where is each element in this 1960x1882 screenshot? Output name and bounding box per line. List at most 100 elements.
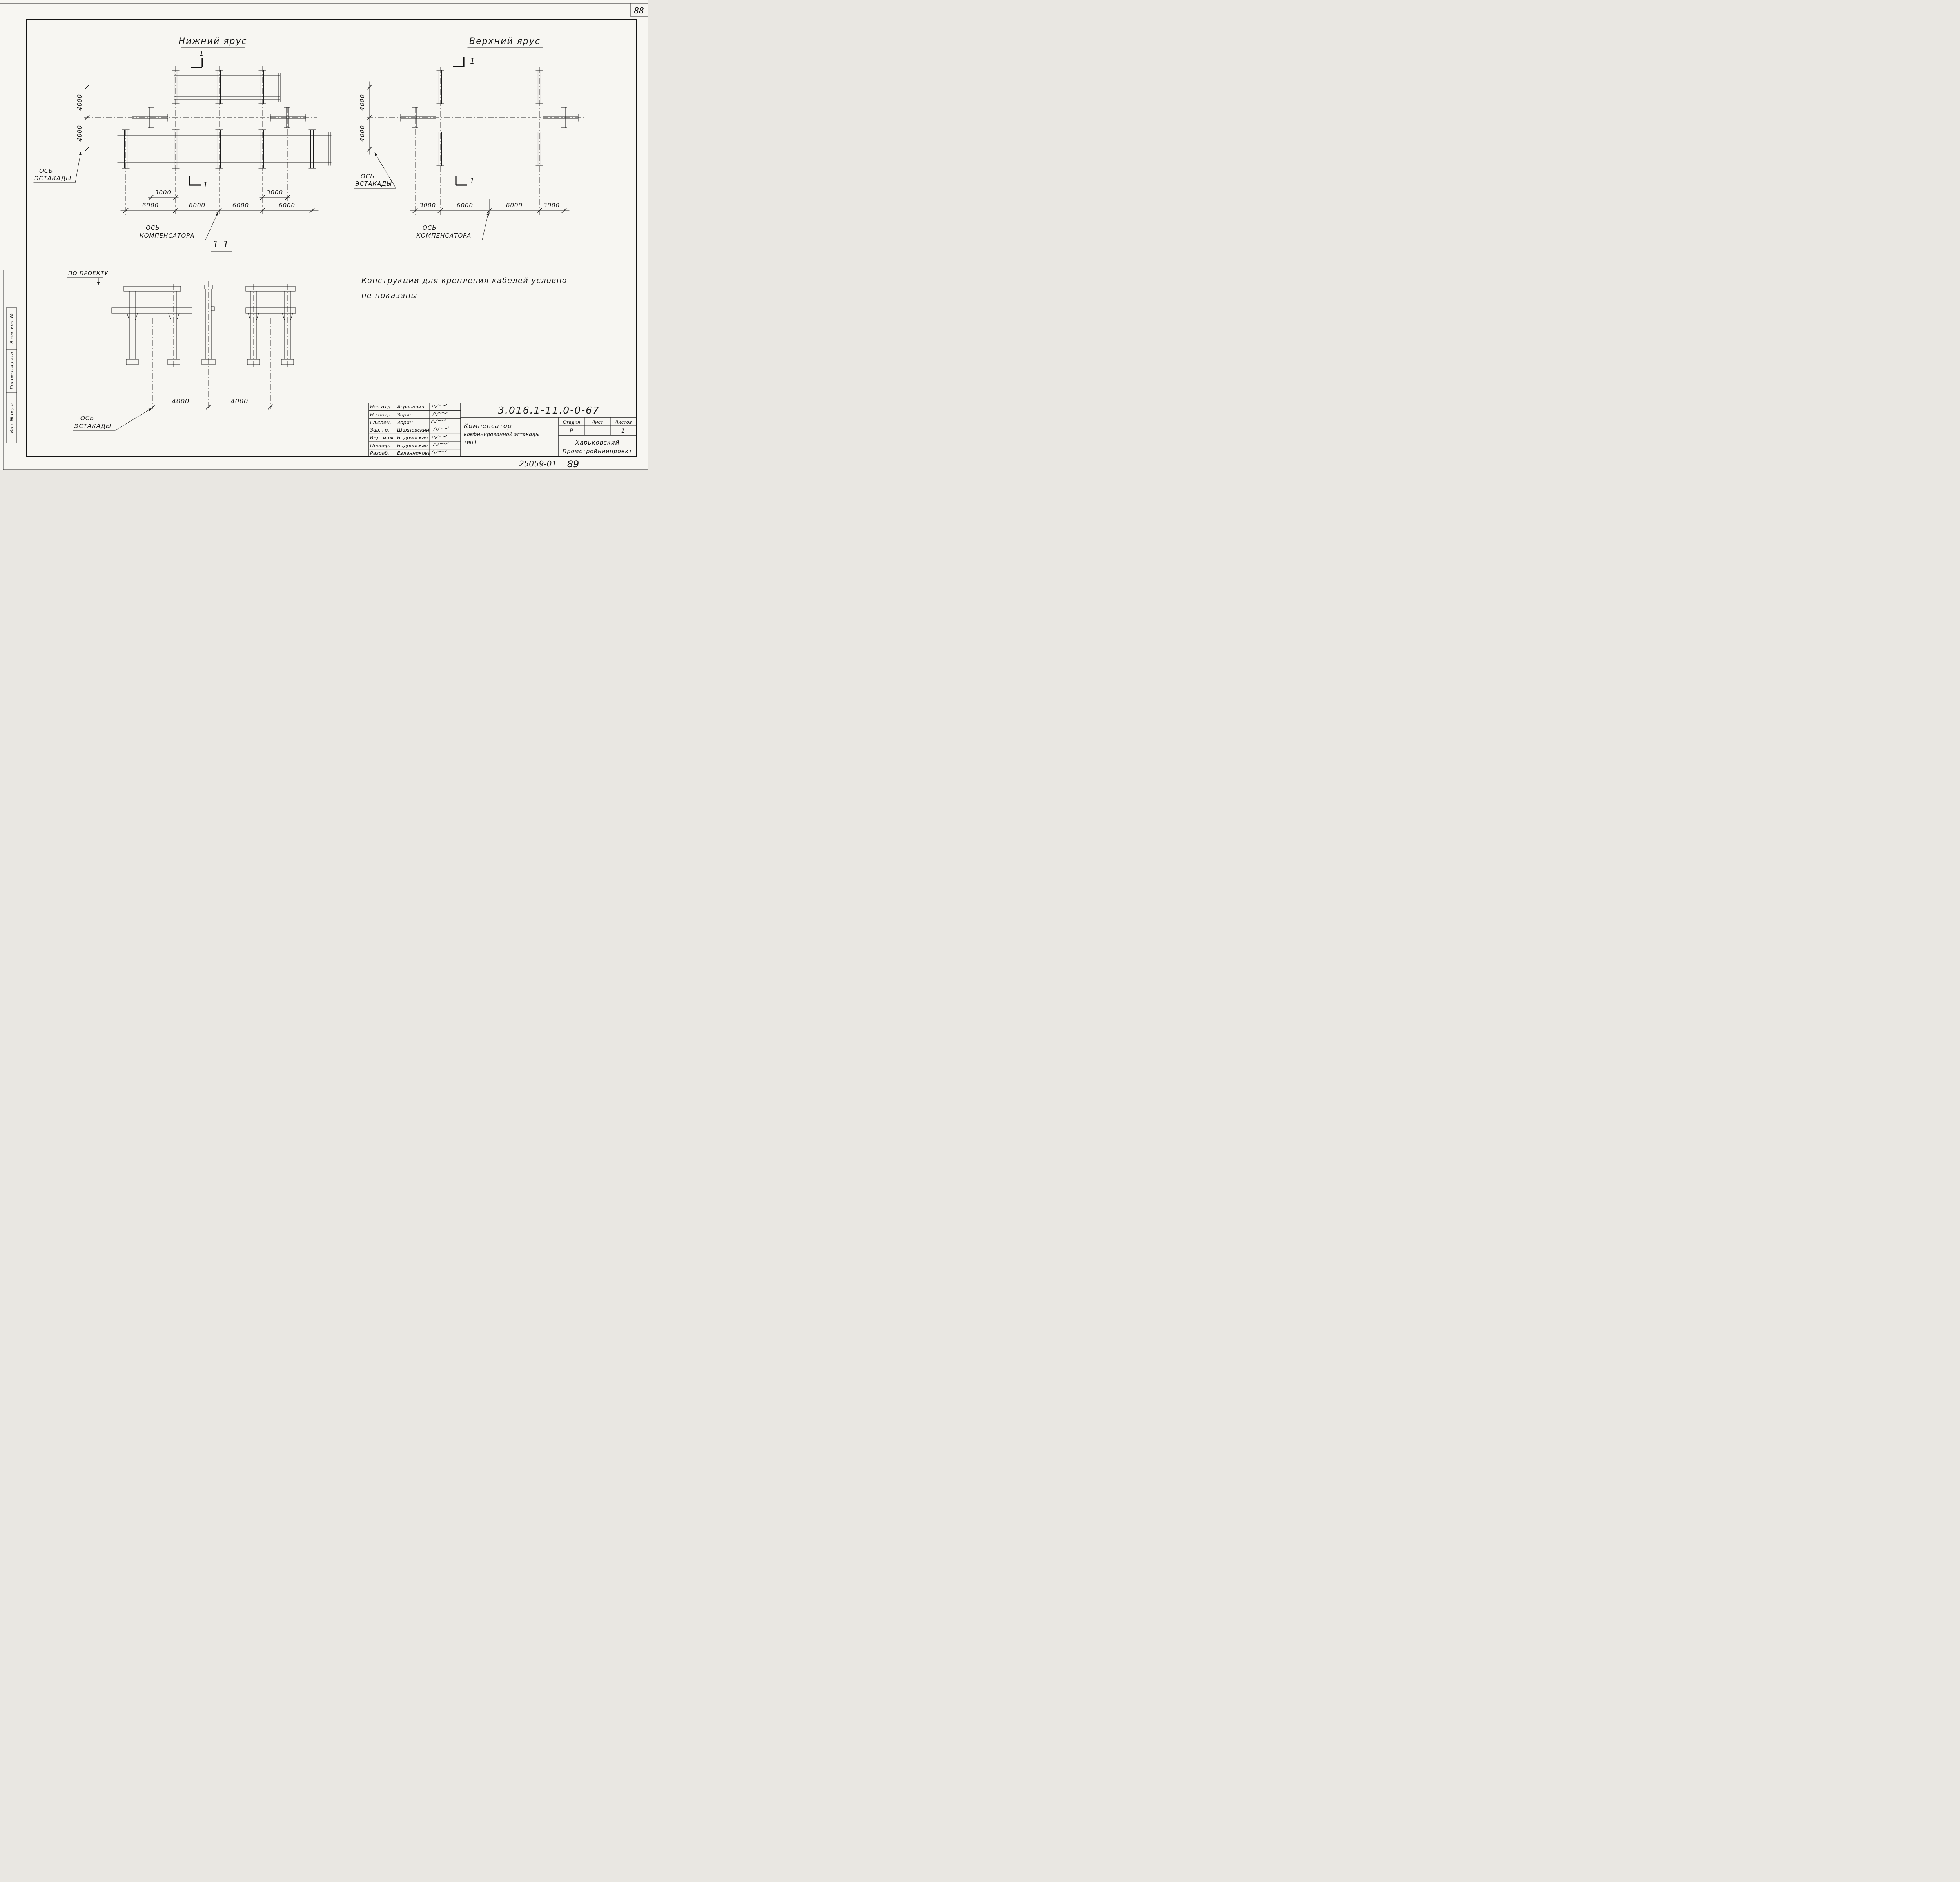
upper-plan-middle-beams [400, 107, 579, 128]
signature-rows: Нач.отд Агранович Н.контр Зорин Гл.спец.… [370, 403, 449, 456]
axis-label: КОМПЕНСАТОРА [140, 232, 194, 239]
section-cut-mark-bottom-right: 1 [455, 176, 474, 186]
org-line-2: Промстройниипроект [563, 448, 632, 455]
dim-4000: 4000 [359, 125, 366, 142]
section-title: 1-1 [213, 240, 229, 250]
name: Шахновский [397, 427, 429, 433]
role: Вед. инж. [370, 435, 395, 441]
name: Агранович [397, 404, 424, 410]
subject-cell: Компенсатор комбинированной эстакады тип… [464, 422, 539, 445]
sheet-number-top: 88 [634, 6, 644, 15]
side-strip-cell-vzam: Взам. инв. № [9, 313, 15, 344]
cut-number: 1 [470, 177, 474, 185]
cut-number: 1 [470, 57, 474, 65]
name: Зорин [397, 412, 413, 417]
axis-label: ЭСТАКАДЫ [74, 423, 111, 430]
lower-plan-main-dimensions: 6000 6000 6000 6000 [120, 202, 319, 213]
lower-plan-vertical-dimension: 4000 4000 [76, 81, 90, 155]
drawing-sheet: 88 Взам. инв. № Подпись и дата Инв. № по… [0, 0, 648, 470]
dim-4000: 4000 [76, 94, 83, 111]
signature-squiggles [431, 403, 449, 454]
dim-6000: 6000 [142, 202, 159, 209]
left-portal-frame [111, 284, 192, 369]
upper-plan-columns [436, 70, 544, 166]
upper-plan-axis-estakada: ОСЬ ЭСТАКАДЫ [354, 152, 396, 189]
sheets-header: Листов [615, 419, 632, 425]
axis-label: ОСЬ [423, 224, 437, 231]
po-proektu-callout: ПО ПРОЕКТУ [67, 270, 108, 285]
dim-6000: 6000 [189, 202, 205, 209]
axis-label: ЭСТАКАДЫ [355, 180, 392, 187]
middle-column [201, 281, 216, 409]
stage-header: Стадия [563, 419, 580, 425]
section-view-1-1: 1-1 ПО ПРОЕКТУ [67, 240, 296, 431]
subject-line-3: тип I [464, 439, 477, 445]
dim-4000: 4000 [172, 397, 190, 405]
side-strip: Взам. инв. № Подпись и дата Инв. № подл. [6, 307, 17, 443]
upper-plan-axis-kompensator: ОСЬ КОМПЕНСАТОРА [415, 212, 489, 240]
sheet-header: Лист [591, 419, 603, 425]
plan-upper-tier: Верхний ярус 1 [354, 36, 585, 240]
role: Зав. гр. [370, 427, 389, 433]
lower-plan-middle-beams [132, 107, 306, 128]
axis-label: ОСЬ [361, 173, 375, 180]
doc-number: 3.016.1-11.0-0-67 [498, 405, 600, 416]
plan-lower-tier: Нижний ярус 1 [33, 36, 345, 240]
side-strip-cell-podpis: Подпись и дата [9, 352, 15, 389]
axis-label: ЭСТАКАДЫ [34, 175, 71, 182]
plan-lower-title: Нижний ярус [179, 36, 247, 46]
name: Боднянская [397, 435, 428, 441]
footer-numbers: 25059-01 89 [519, 459, 579, 470]
dim-4000: 4000 [231, 397, 249, 405]
stage-value: Р [570, 428, 573, 434]
name: Евланникова [397, 450, 431, 456]
organization-cell: Харьковский Промстройниипроект [563, 439, 632, 455]
sheet-number-bottom: 89 [567, 459, 579, 470]
lower-plan-axis-estakada: ОСЬ ЭСТАКАДЫ [33, 152, 82, 183]
axis-label: КОМПЕНСАТОРА [416, 232, 471, 239]
right-portal-frame [245, 284, 296, 369]
lower-plan-top-beam [171, 70, 281, 104]
cut-number: 1 [203, 181, 207, 189]
dim-4000: 4000 [76, 125, 83, 142]
dim-6000: 6000 [457, 202, 473, 209]
lower-plan-sub-dimensions: 3000 3000 [148, 189, 290, 200]
lower-plan-bottom-beam [117, 129, 332, 169]
subject-line-2: комбинированной эстакады [464, 432, 539, 437]
dim-4000: 4000 [359, 94, 366, 111]
section-cut-mark-top-left: 1 [191, 49, 204, 68]
name: Боднянская [397, 443, 428, 448]
name: Зорин [397, 419, 413, 425]
side-strip-cell-inv: Инв. № подл. [9, 402, 15, 433]
plan-upper-title: Верхний ярус [469, 36, 541, 46]
role: Провер. [370, 443, 390, 448]
order-number: 25059-01 [519, 459, 557, 468]
section-dimensions: 4000 4000 [145, 397, 278, 410]
dim-3000: 3000 [267, 189, 283, 196]
stage-sheet-table: Стадия Лист Листов Р 1 [563, 419, 632, 434]
axis-label: ОСЬ [146, 224, 160, 231]
title-block: Нач.отд Агранович Н.контр Зорин Гл.спец.… [368, 403, 637, 457]
upper-plan-dimensions: 3000 6000 6000 3000 [410, 202, 570, 213]
po-proektu-label: ПО ПРОЕКТУ [68, 270, 108, 277]
note-line-1: Конструкции для крепления кабелей условн… [361, 276, 567, 285]
dim-6000: 6000 [279, 202, 295, 209]
dim-6000: 6000 [232, 202, 249, 209]
note-line-2: не показаны [361, 291, 417, 300]
cut-number: 1 [199, 49, 203, 58]
drawing-frame [26, 19, 637, 457]
drawing-canvas: 88 Взам. инв. № Подпись и дата Инв. № по… [0, 3, 648, 470]
section-cut-mark-top-right: 1 [453, 57, 475, 67]
org-line-1: Харьковский [575, 439, 620, 446]
role: Гл.спец. [370, 419, 391, 425]
note-text: Конструкции для крепления кабелей условн… [361, 276, 567, 300]
section-axis-estakada: ОСЬ ЭСТАКАДЫ [73, 408, 152, 431]
sheets-value: 1 [621, 428, 625, 434]
lower-plan-axis-kompensator: ОСЬ КОМПЕНСАТОРА [138, 212, 218, 240]
page-edges: 88 [0, 3, 648, 470]
role: Разраб. [370, 450, 389, 456]
upper-plan-vertical-dimension: 4000 4000 [359, 81, 372, 155]
dim-3000: 3000 [543, 202, 560, 209]
subject-line-1: Компенсатор [464, 422, 512, 430]
dim-3000: 3000 [155, 189, 171, 196]
